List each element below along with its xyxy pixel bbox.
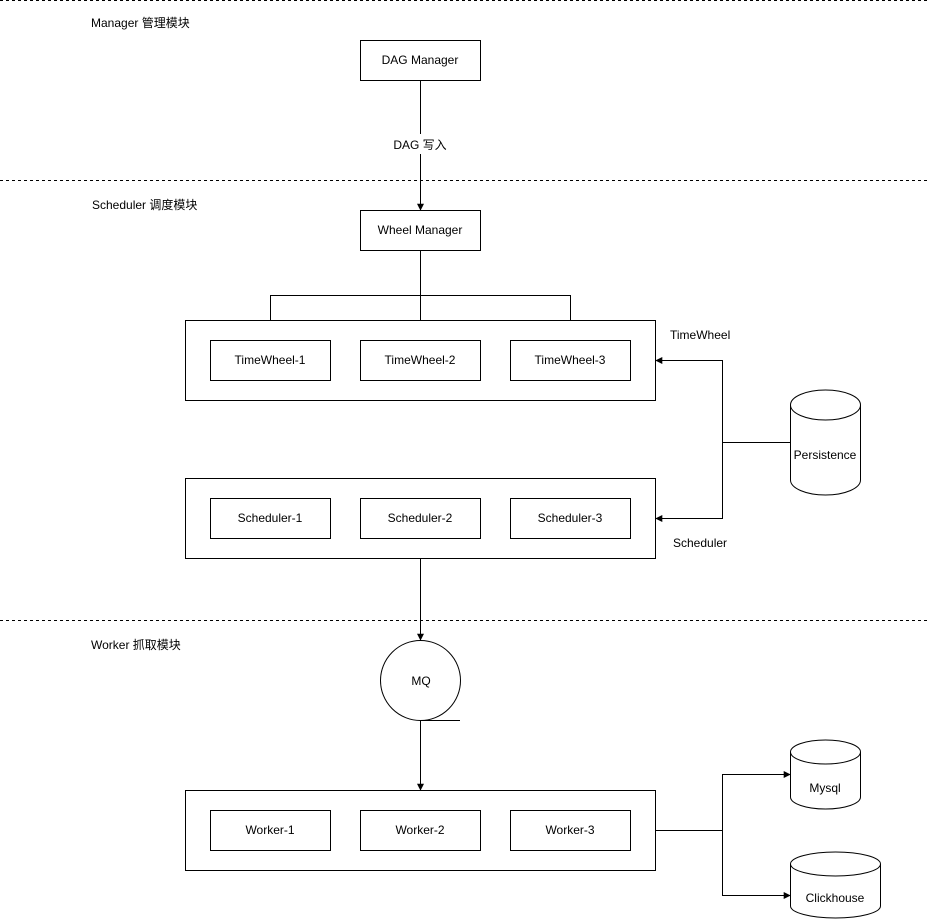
node-worker-1-label: Worker-1: [245, 823, 294, 837]
node-worker-2: [360, 810, 481, 851]
node-mysql-label: Mysql: [809, 781, 840, 795]
node-timewheel-3: [510, 340, 631, 381]
node-scheduler-2-label: Scheduler-2: [388, 511, 453, 525]
node-mq: [380, 640, 461, 721]
node-dag-manager: [360, 40, 481, 81]
node-scheduler-1-label: Scheduler-1: [238, 511, 303, 525]
node-worker-1: [210, 810, 331, 851]
edge-label-bg: [388, 135, 452, 153]
node-worker-2-label: Worker-2: [395, 823, 444, 837]
node-scheduler-3-label: Scheduler-3: [538, 511, 603, 525]
node-mysql: [790, 739, 861, 810]
node-persistence-label: Persistence: [794, 448, 857, 462]
node-timewheel-1-label: TimeWheel-1: [235, 353, 306, 367]
node-clickhouse-label: Clickhouse: [806, 891, 865, 905]
edge-worker-to-clickhouse: [722, 830, 791, 899]
edge-persistence-to-scheduler: [655, 442, 723, 522]
edge-worker-to-mysql: [722, 771, 791, 831]
node-mq-label: MQ: [411, 674, 430, 688]
node-clickhouse: [790, 851, 881, 919]
node-timewheel-2: [360, 340, 481, 381]
node-wheel-manager-label: Wheel Manager: [378, 223, 463, 237]
edge-label-dag-write: DAG 写入: [393, 138, 446, 152]
node-scheduler-3: [510, 498, 631, 539]
section-label-manager: Manager 管理模块: [91, 15, 190, 30]
node-timewheel-1: [210, 340, 331, 381]
node-dag-manager-label: DAG Manager: [382, 53, 459, 67]
node-scheduler-1: [210, 498, 331, 539]
node-scheduler-2: [360, 498, 481, 539]
edges: [267, 80, 791, 899]
section-label-scheduler: Scheduler 调度模块: [92, 197, 197, 212]
node-worker-3-label: Worker-3: [545, 823, 594, 837]
node-persistence: [790, 389, 861, 496]
node-timewheel-3-label: TimeWheel-3: [535, 353, 606, 367]
node-wheel-manager: [360, 210, 481, 251]
group-scheduler-label: Scheduler: [673, 536, 727, 550]
node-worker-3: [510, 810, 631, 851]
node-timewheel-2-label: TimeWheel-2: [385, 353, 456, 367]
edge-persistence-to-timewheel: [655, 357, 723, 443]
section-label-worker: Worker 抓取模块: [91, 638, 181, 652]
group-timewheel-label: TimeWheel: [670, 328, 730, 342]
